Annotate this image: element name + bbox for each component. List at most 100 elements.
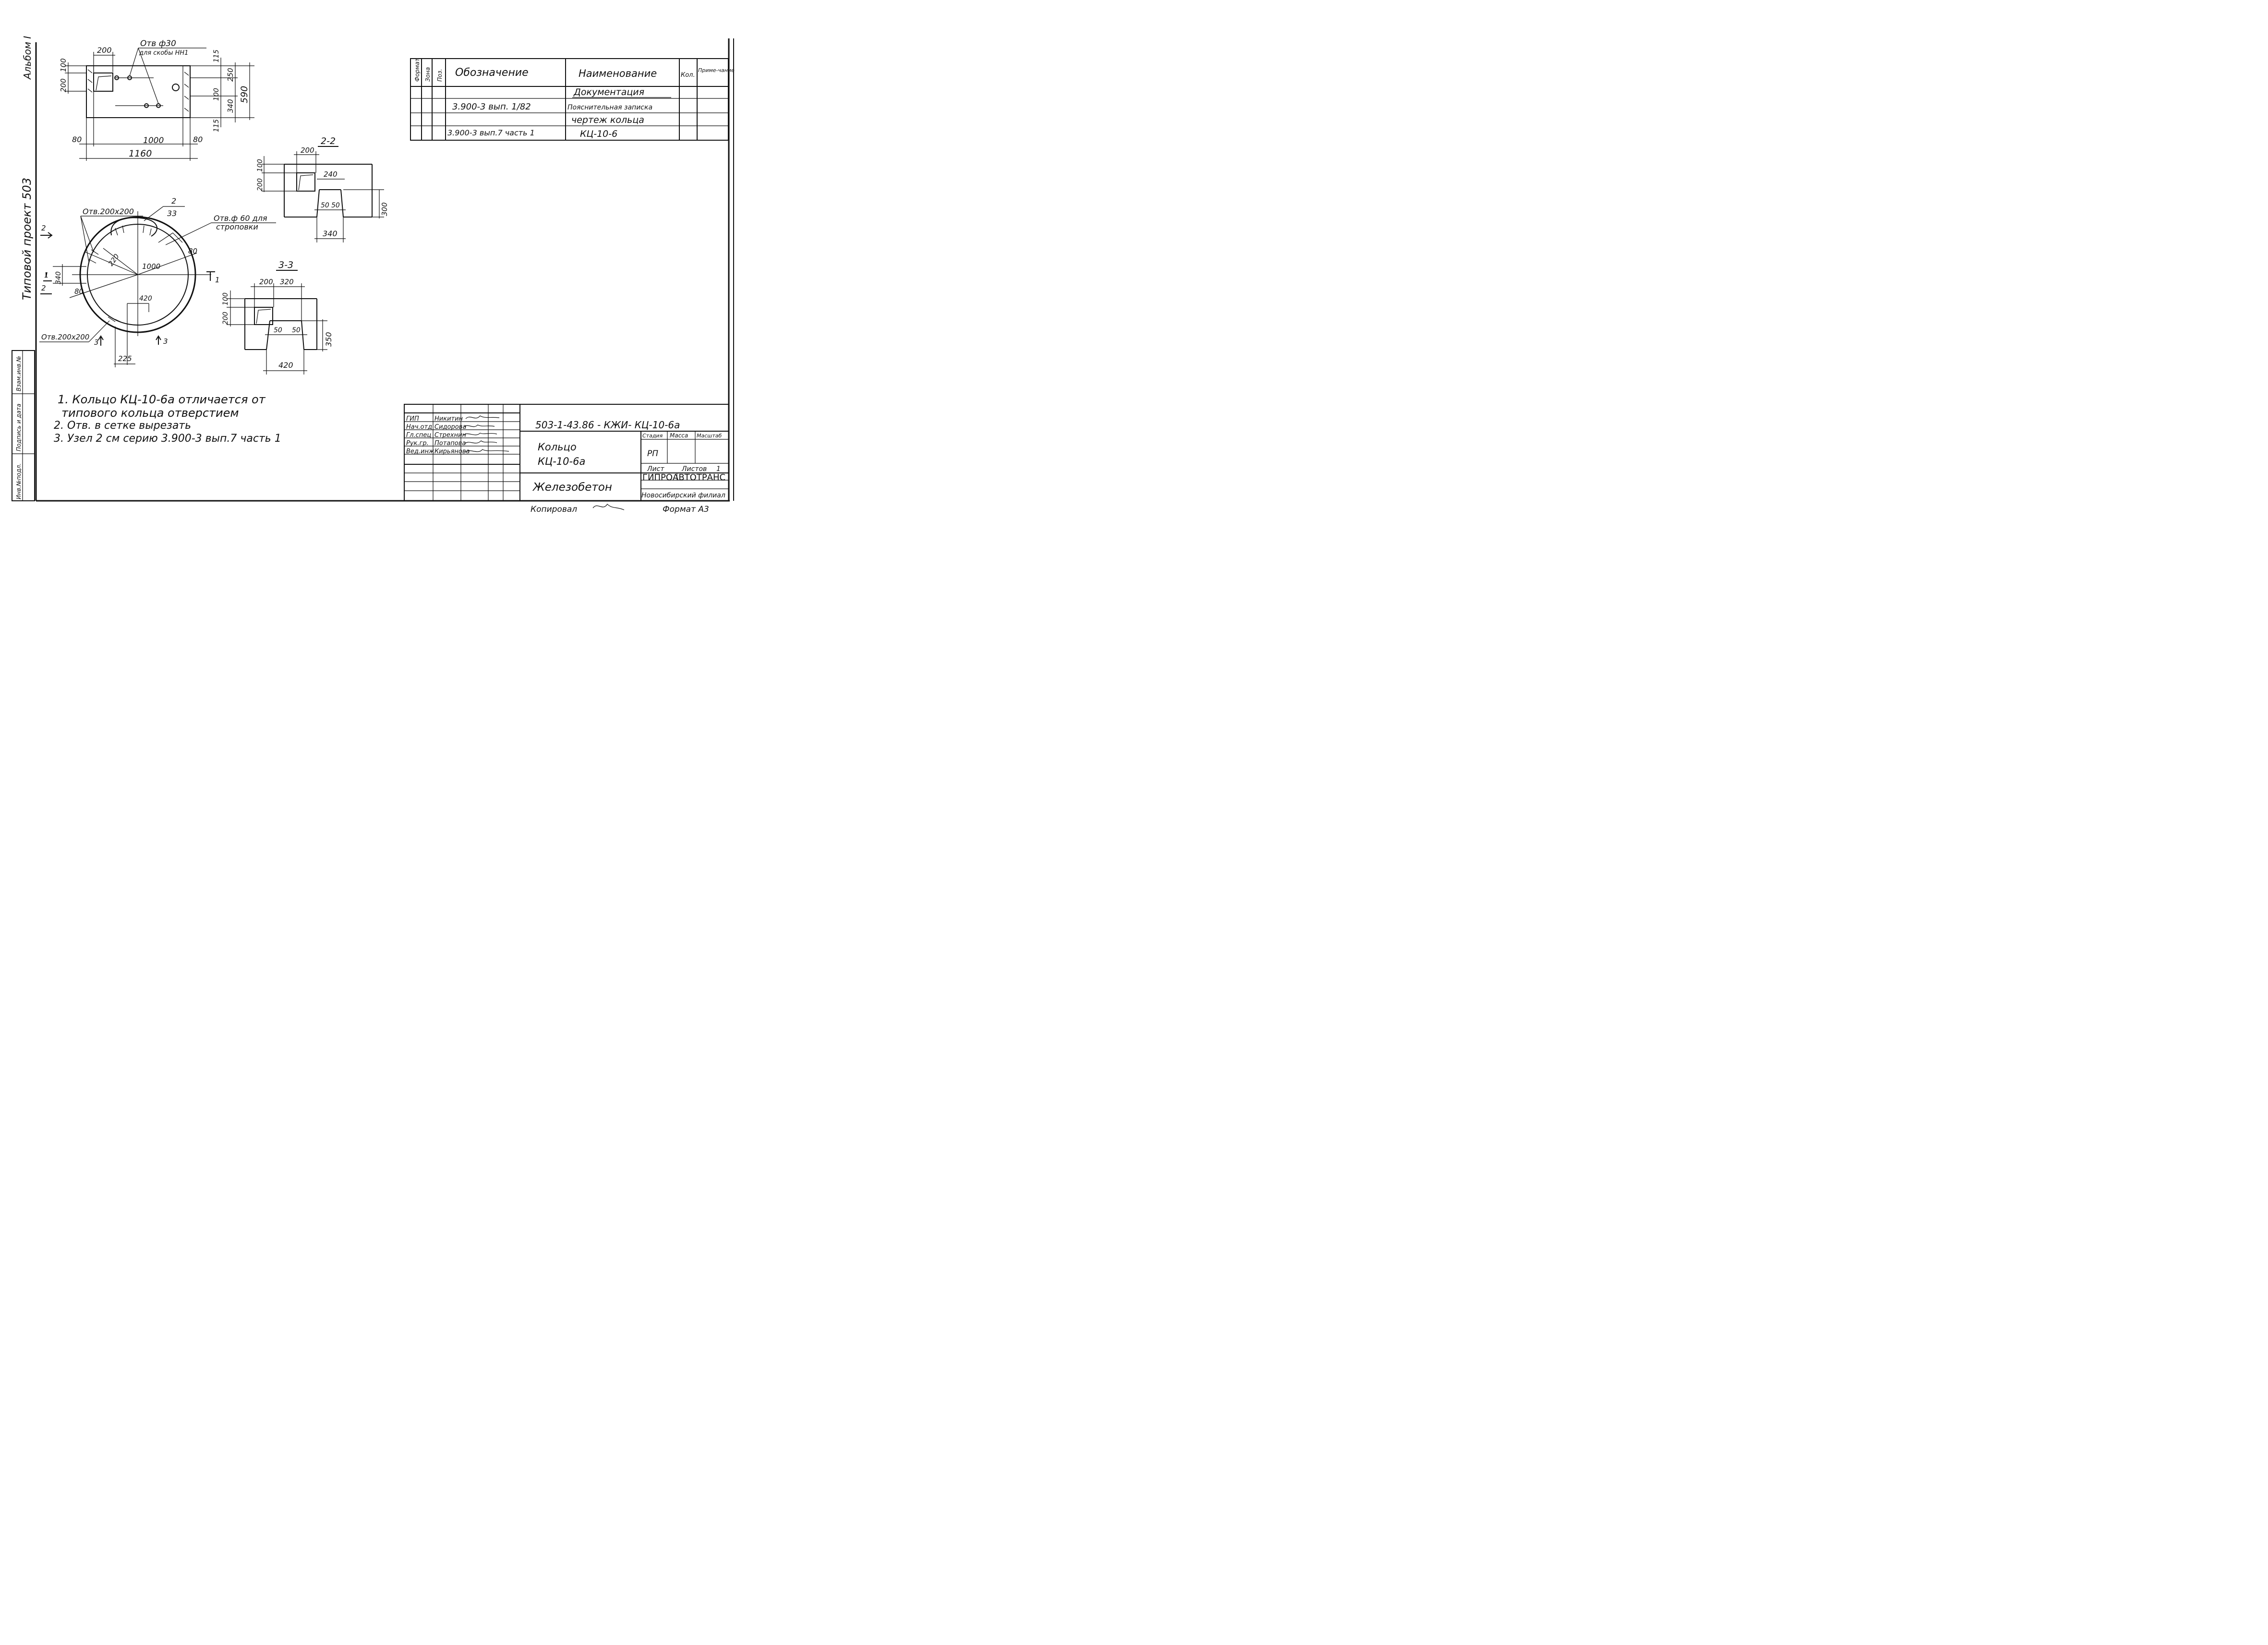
project-label: Типовой проект 503 (20, 178, 34, 300)
section-3-3-title: 3-3 (278, 260, 293, 270)
s22-dim-50b: 50 (331, 202, 340, 209)
hole-30-a (114, 75, 119, 80)
stage-value: РП (647, 449, 658, 459)
s33-dim-50b: 50 (292, 327, 301, 334)
role-0: ГИП (406, 415, 419, 423)
s33-dim-100: 100 (222, 292, 229, 305)
note-3: 3. Узел 2 см серию 3.900-3 вып.7 часть 1 (54, 433, 281, 445)
dim-right-115-top: 115 (213, 49, 220, 62)
spec-header-zone: Зона (424, 67, 431, 82)
mass-label: Масса (670, 432, 688, 439)
s22-dim-200: 200 (301, 146, 314, 155)
spec-header-qty: Кол. (681, 72, 695, 79)
format-label: Формат А3 (663, 505, 709, 514)
spec-row4-name: КЦ-10-6 (580, 129, 617, 139)
copied-signature (592, 504, 625, 510)
sling-note-1: Отв.ф 60 для (214, 214, 267, 223)
dim-225: 225 (118, 354, 132, 363)
dim-bottom-1160: 1160 (129, 148, 152, 159)
opening-note: Отв.200х200 (83, 207, 134, 216)
sheet-label: Лист (647, 465, 664, 473)
name-2: Стрехнин (434, 432, 467, 439)
cut-1-right: 1 (215, 276, 220, 284)
stage-label: Стадия (642, 433, 663, 439)
title-block: ГИП Нач.отд Гл.спец Рук.гр. Вед.инж Ники… (404, 404, 729, 514)
role-4: Вед.инж (406, 448, 434, 455)
dim-bottom-80-left: 80 (72, 135, 82, 144)
dim-right-250: 250 (226, 68, 235, 82)
copied-label: Копировал (531, 505, 577, 514)
dim-bottom-1000: 1000 (143, 136, 164, 145)
s22-dim-340: 340 (323, 229, 338, 238)
dim-420: 420 (139, 295, 152, 302)
s22-dim-50a: 50 (321, 202, 329, 209)
material: Железобетон (532, 481, 612, 494)
dim-right-590: 590 (239, 86, 250, 103)
role-1: Нач.отд (406, 423, 432, 431)
s33-dim-200: 200 (259, 278, 273, 286)
name-0: Никитин (434, 415, 463, 423)
drawing-sheet: Альбом I Типовой проект 503 Взам.инв.№ П… (0, 0, 749, 543)
role-2: Гл.спец (406, 432, 431, 439)
cut-3-right: 3 (163, 337, 168, 346)
branch-name: Новосибирский филиал (641, 492, 725, 499)
spec-header-pos: Поз. (436, 69, 443, 82)
opening-note-bottom: Отв.200х200 (41, 333, 89, 341)
s33-dim-320: 320 (280, 278, 294, 286)
s22-dim-300: 300 (380, 202, 389, 216)
role-3: Рук.гр. (406, 440, 429, 447)
title-line1: Кольцо (538, 441, 577, 453)
spec-header-note: Приме-чание (698, 67, 735, 73)
holes-note-2: для скобы НН1 (139, 49, 188, 57)
spec-row3-name: чертеж кольца (571, 115, 644, 125)
stamp-cell-1: Взам.инв.№ (15, 356, 22, 391)
scale-label: Масштаб (697, 433, 722, 439)
spec-header-name: Наименование (579, 68, 657, 79)
spec-row2-name: Пояснительная записка (567, 104, 652, 111)
name-4: Кирьянова (434, 448, 470, 455)
spec-header-designation: Обозначение (455, 67, 529, 79)
stamp-cell-2: Подпись и дата (15, 404, 22, 451)
drawing-canvas: Альбом I Типовой проект 503 Взам.инв.№ П… (12, 36, 735, 514)
album-label: Альбом I (22, 36, 33, 80)
s22-dim-100: 100 (256, 159, 264, 172)
hole-30-c (144, 103, 149, 108)
section-2-2-title: 2-2 (321, 136, 336, 146)
sheets-label: Листов (681, 465, 707, 473)
dim-right-115-bot: 115 (213, 119, 220, 132)
dim-right-340: 340 (226, 99, 235, 113)
dim-top-200: 200 (97, 46, 112, 55)
spec-table: Формат Зона Поз. Обозначение Наименовани… (410, 58, 735, 141)
name-1: Сидорова (434, 423, 466, 431)
dim-340: 340 (55, 271, 62, 284)
dim-80-left: 80 (74, 287, 84, 296)
s33-dim-50a: 50 (274, 327, 282, 334)
dim-bottom-80-right: 80 (193, 135, 203, 144)
cut-2-top: 2 (41, 224, 46, 232)
side-stamp: Альбом I Типовой проект 503 Взам.инв.№ П… (12, 36, 35, 501)
s22-dim-200v: 200 (256, 178, 264, 191)
notes: 1. Кольцо КЦ-10-6а отличается от типовог… (54, 393, 281, 445)
dim-right-100: 100 (213, 88, 220, 101)
s22-dim-240: 240 (324, 170, 338, 179)
hole-60 (172, 84, 180, 91)
section-2-2: 2-2 200 100 200 240 50 50 300 340 (256, 136, 389, 242)
dim-1000: 1000 (142, 262, 160, 271)
stamp-cell-3: Инв.№подл. (15, 463, 22, 499)
s33-dim-350: 350 (324, 332, 333, 347)
note-1b: типового кольца отверстием (61, 406, 239, 420)
s33-dim-420: 420 (278, 361, 293, 370)
node-number: 2 (171, 196, 176, 206)
spec-header-format: Формат (414, 58, 421, 82)
name-3: Потапова (434, 440, 466, 447)
dim-left-200: 200 (59, 78, 68, 92)
plan-view: Отв.200х200 2 33 Отв.ф 60 для строповки … (39, 196, 276, 367)
node-sheet: 33 (167, 209, 177, 218)
top-view: Отв ф30 для скобы НН1 200 200 100 115 25… (59, 39, 254, 161)
sheets-value: 1 (716, 465, 721, 473)
dim-left-100: 100 (59, 58, 68, 72)
note-2: 2. Отв. в сетке вырезать (54, 420, 191, 432)
cut-3-left: 3 (94, 338, 99, 347)
section-3-3: 3-3 200 320 100 200 50 50 350 420 (222, 260, 333, 375)
doc-code: 503-1-43.86 - КЖИ- КЦ-10-6а (535, 419, 680, 431)
